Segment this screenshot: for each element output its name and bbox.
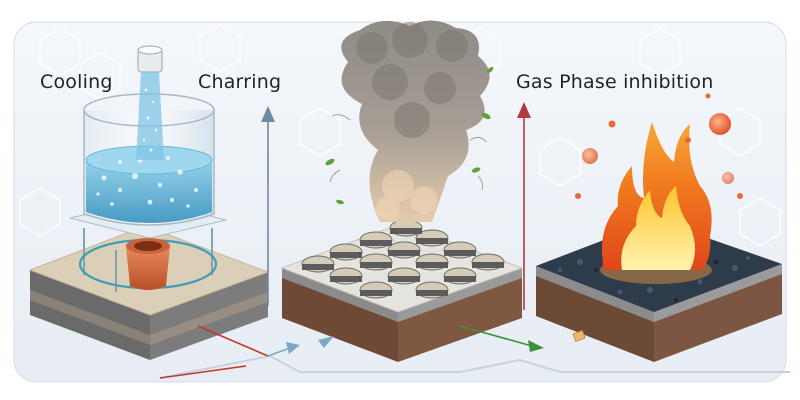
flow-arrow-green [459,325,586,352]
charring-arrow [261,106,275,306]
water-stream-icon [136,72,164,160]
label-charring: Charring [198,71,281,93]
gas-phase-block [536,93,782,362]
flame-icon [600,122,712,284]
ember-icon [575,93,743,199]
hex-pattern [19,23,781,247]
char-pellets [301,219,505,299]
flow-arrow-red [159,325,269,379]
burner-pot [126,246,170,290]
smoke-plume-icon [329,20,490,223]
gas-phase-arrow [517,102,531,310]
charring-block [280,20,524,362]
leaf-icon [325,67,494,205]
water-body [86,160,212,223]
flow-arrow-blue [267,336,334,357]
cooling-block [28,45,270,360]
label-cooling: Cooling [40,71,113,93]
label-gas-phase: Gas Phase inhibition [516,71,713,93]
